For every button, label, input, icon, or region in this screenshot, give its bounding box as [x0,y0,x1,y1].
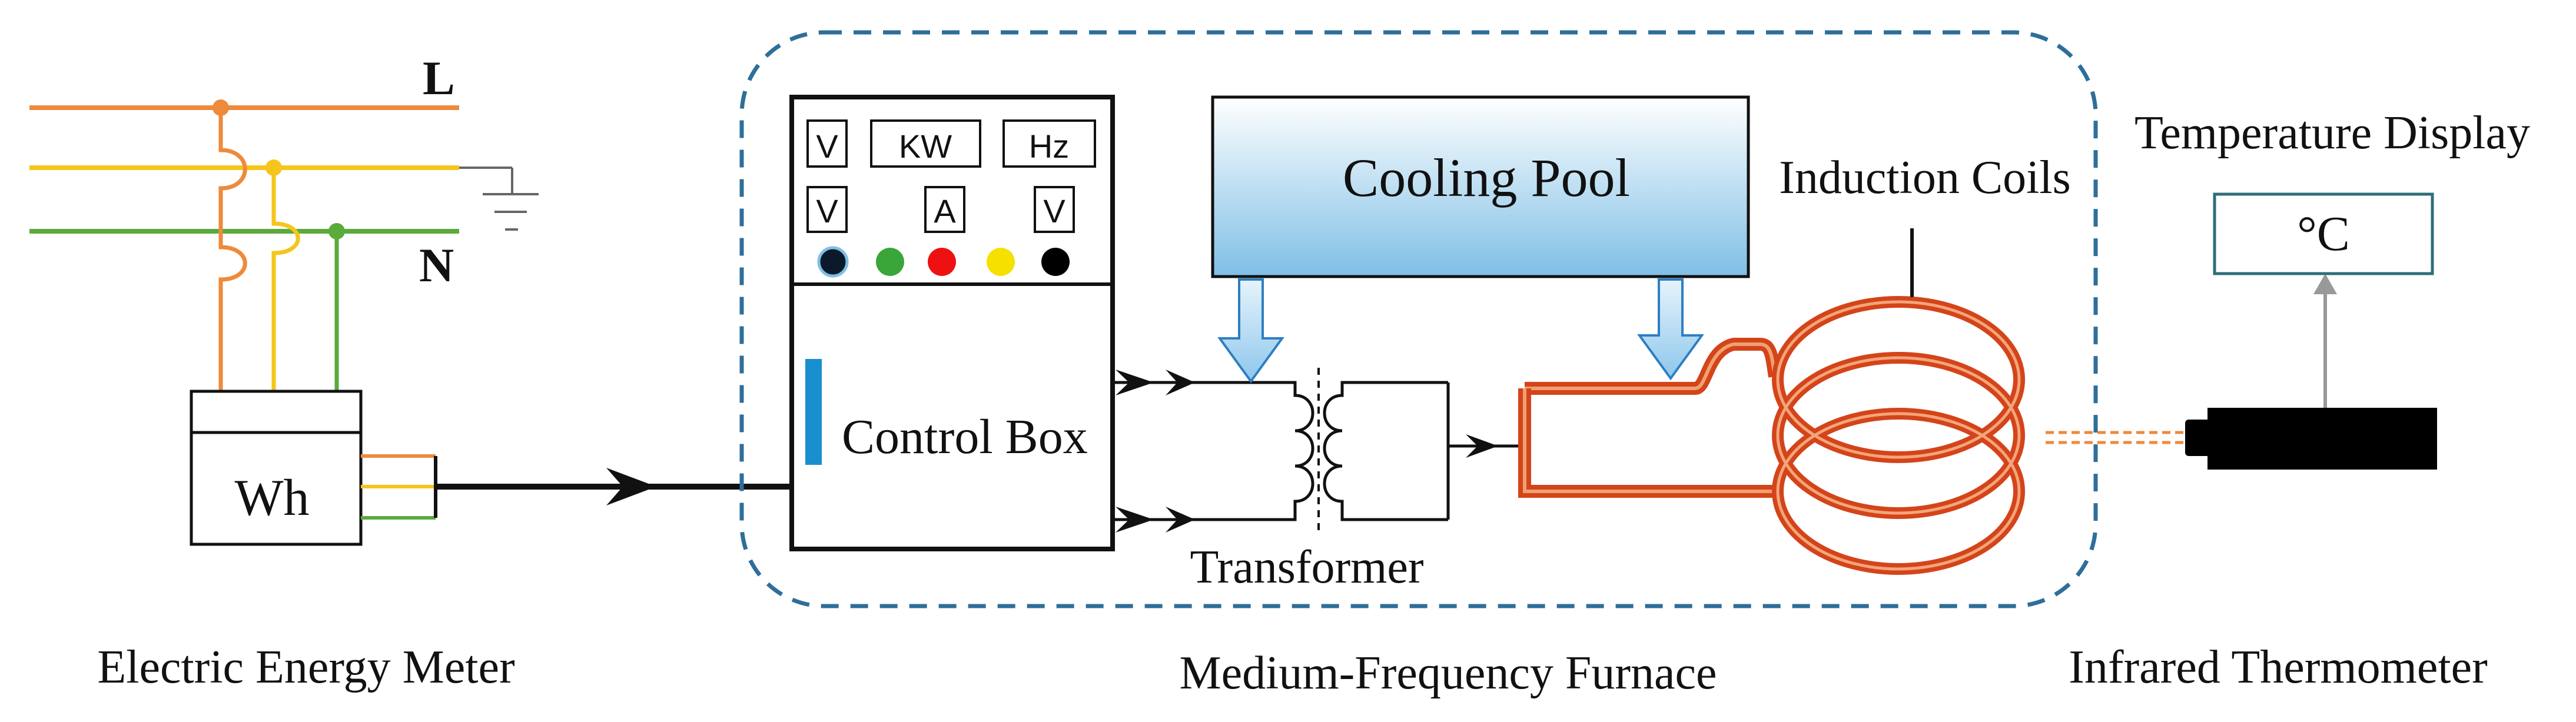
power-lines [29,105,539,234]
main-power-cable [436,468,795,505]
transformer [1274,368,1525,535]
signal-arrow [2313,274,2337,408]
furnace-enclosure [739,30,2098,608]
neutral-label: N [419,238,454,292]
indicator-light-5 [1041,248,1070,276]
cooling-pool [1211,95,1750,278]
line-label: L [423,51,455,105]
meter-taps [213,99,345,391]
meter-caption: Electric Energy Meter [97,641,514,693]
indicator-lights [817,246,1070,278]
temperature-value: °C [2297,207,2350,261]
voltmeter-3-label: V [1043,192,1065,229]
indicator-light-3 [928,248,956,276]
induction-coils [1518,228,2025,575]
coils-label: Induction Coils [1779,152,2071,204]
cooling-pool-label: Cooling Pool [1343,148,1630,208]
infrared-thermometer [2185,408,2437,470]
control-accent-bar [805,359,822,465]
kilowatt-meter-label: KW [899,128,952,165]
frequency-meter-label: Hz [1029,128,1069,165]
furnace-caption: Medium-Frequency Furnace [1179,647,1717,699]
display-label: Temperature Display [2135,107,2530,159]
indicator-light-2 [876,248,904,276]
cooling-arrow-coils [1637,278,1704,381]
thermometer-caption: Infrared Thermometer [2069,641,2487,693]
indicator-light-4 [987,248,1015,276]
temperature-display [2213,192,2434,275]
cooling-arrow-transformer [1217,278,1284,384]
control-box: V KW Hz V A V Control Box [789,95,1115,551]
meter-symbol: Wh [234,470,309,527]
control-output-leads [1113,370,1274,533]
infrared-beam [2046,431,2190,444]
control-box-label: Control Box [842,410,1088,464]
indicator-light-1 [817,246,849,278]
voltmeter-2-label: V [816,192,838,229]
voltmeter-1-label: V [816,128,838,165]
ammeter-label: A [934,192,956,229]
energy-meter: Wh [190,390,437,546]
transformer-label: Transformer [1190,541,1424,593]
